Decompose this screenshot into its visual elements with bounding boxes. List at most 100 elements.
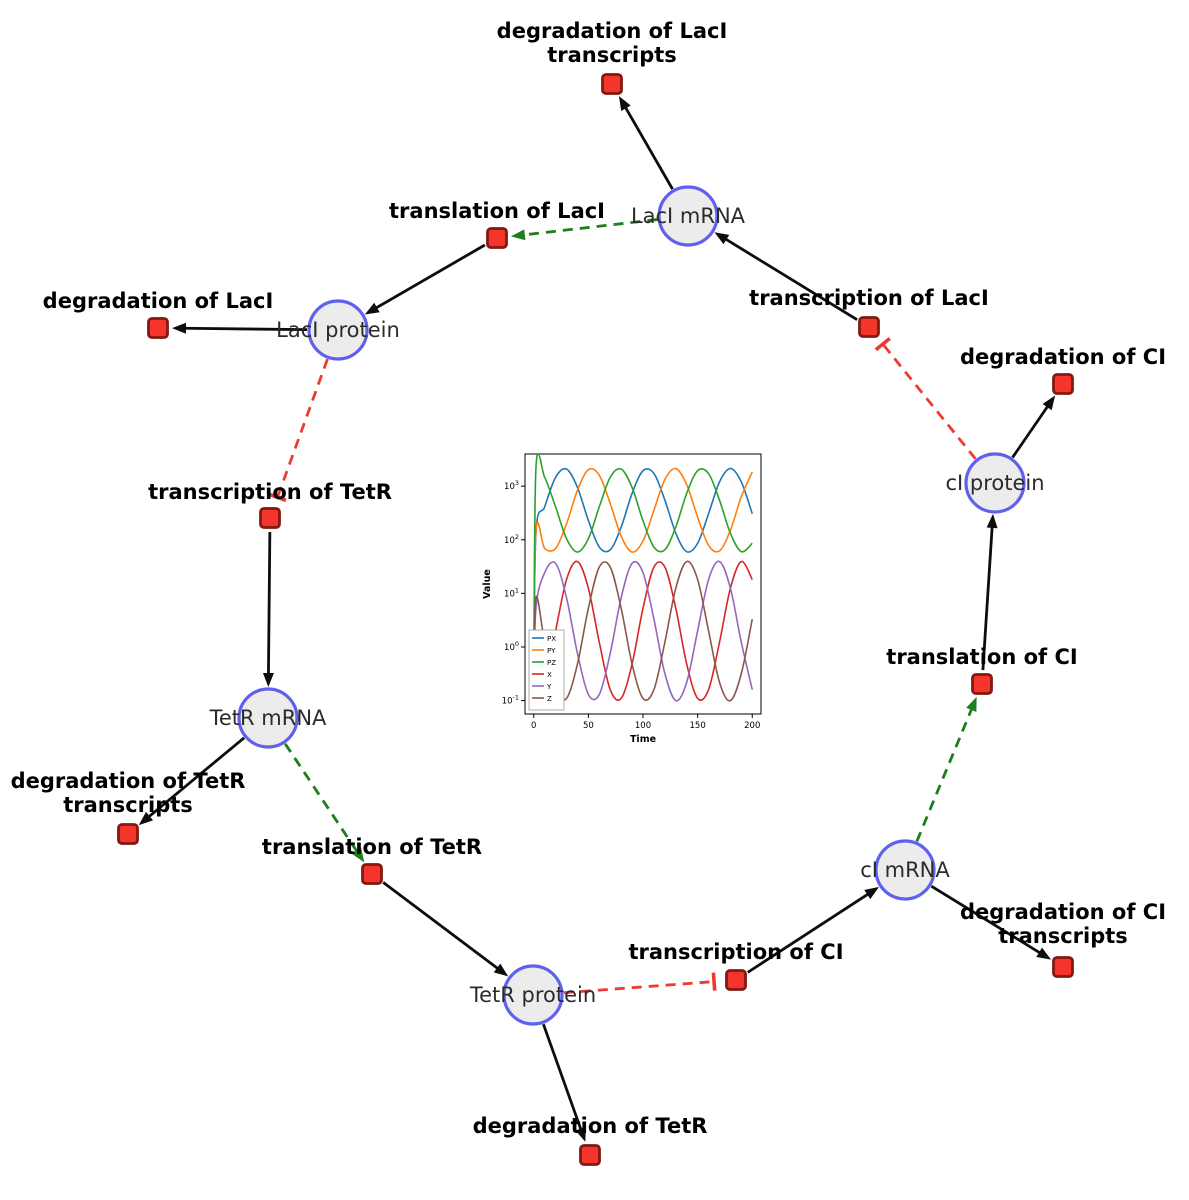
x-tick-label: 150 [690,721,706,731]
edge-transl-tetr-to-tetr-protein [382,881,509,977]
arrowhead-icon [351,847,365,863]
edge-line [182,326,308,332]
edge-tetr-mrna-to-deg-tetr-tx [138,736,246,826]
reaction-label-transl-tetr-line-0: translation of TetR [262,835,482,859]
x-tick-label: 100 [635,721,651,731]
reaction-node-deg-tetr-tx [117,823,139,845]
edge-laci-mrna-to-deg-laci-tx [618,96,674,190]
edge-line [881,343,977,460]
reaction-label-deg-tetr-tx-line-1: transcripts [63,793,193,817]
reaction-node-deg-laci-tx [601,73,623,95]
species-label-laci-mrna: LacI mRNA [631,204,746,228]
reaction-node-deg-ci-tx [1052,956,1074,978]
legend [528,629,565,711]
species-label-ci-mrna: cI mRNA [860,858,950,882]
edge-line [521,218,658,237]
series-line-py [532,467,753,697]
arrowhead-icon [171,322,187,334]
edge-ci-protein-to-transc-laci [874,337,977,460]
reaction-label-transc-tetr-line-0: transcription of TetR [148,480,392,504]
reaction-label-deg-ci-tx-line-1: transcripts [998,924,1128,948]
series-line-pz [532,454,753,697]
reaction-label-deg-laci-line-0: degradation of LacI [43,289,274,313]
edge-line [276,358,329,498]
edge-line [146,736,246,820]
series-line-y [532,560,754,702]
arrowhead-icon [510,229,526,241]
species-node-ci-mrna [874,839,936,901]
legend-label-pz: PZ [547,659,556,667]
edge-transl-laci-to-laci-protein [364,243,486,315]
edge-laci-protein-to-deg-laci [171,322,308,334]
reaction-label-deg-tetr-tx-line-0: degradation of TetR [11,769,246,793]
arrowhead-icon [864,886,880,900]
edge-line [623,104,674,190]
legend-label-z: Z [547,695,552,703]
edge-line [542,1023,583,1132]
y-axis-label: Value [482,569,493,599]
x-tick-label: 50 [583,721,594,731]
species-node-tetr-protein [502,964,564,1026]
legend-label-x: X [547,671,552,679]
edge-transl-ci-to-ci-protein [981,513,998,671]
species-node-laci-mrna [657,185,719,247]
edge-tetr-protein-to-transc-ci [563,972,717,995]
species-label-tetr-mrna: TetR mRNA [209,706,327,730]
legend-label-px: PX [547,635,556,643]
arrowhead-icon [714,232,730,245]
arrowhead-icon [1042,395,1056,411]
species-node-ci-protein [964,452,1026,514]
arrowhead-icon [262,672,274,688]
series-layer [532,454,754,702]
edge-line [930,885,1043,956]
reaction-label-deg-ci-tx-line-0: degradation of CI [960,900,1166,924]
legend-label-py: PY [547,647,556,655]
arrowhead-icon [364,302,380,315]
species-node-tetr-mrna [237,687,299,749]
reaction-label-deg-laci-tx-line-0: degradation of LacI [497,19,728,43]
species-node-laci-protein [307,299,369,361]
reaction-label-transl-ci-line-0: translation of CI [886,645,1077,669]
edge-line [723,236,858,321]
inhibition-tbar-icon [874,337,891,352]
species-label-laci-protein: LacI protein [276,318,400,342]
edge-line [915,706,974,842]
reaction-node-deg-tetr [579,1144,601,1166]
series-line-px [532,467,754,697]
arrowhead-icon [618,96,631,112]
edge-transc-laci-to-laci-mrna [714,232,858,321]
inhibition-tbar-icon [268,492,287,503]
reaction-node-transc-tetr [259,507,281,529]
edge-laci-protein-to-transc-tetr [268,358,329,503]
inhibition-tbar-icon [711,972,717,991]
edge-transc-tetr-to-tetr-mrna [262,531,274,688]
reaction-node-transc-ci [725,969,747,991]
node-layer [117,73,1074,1166]
reaction-label-transc-ci-line-0: transcription of CI [628,940,843,964]
species-label-ci-protein: cI protein [945,471,1044,495]
reaction-label-transl-laci-line-0: translation of LacI [389,199,605,223]
x-tick-label: 200 [744,721,760,731]
edge-ci-mrna-to-deg-ci-tx [930,885,1052,960]
reaction-label-transc-laci-line-0: transcription of LacI [749,286,989,310]
arrowhead-icon [1036,947,1052,960]
edge-laci-mrna-to-transl-laci [510,218,658,241]
x-axis-label: Time [630,734,656,745]
edge-transc-ci-to-ci-mrna [746,886,880,974]
reaction-label-deg-tetr-line-0: degradation of TetR [473,1114,708,1138]
edge-tetr-mrna-to-transl-tetr [284,743,365,863]
reaction-label-deg-laci-tx-line-1: transcripts [547,43,677,67]
edge-line [267,531,272,677]
arrowhead-icon [493,963,509,977]
arrowhead-icon [138,811,154,826]
arrowhead-icon [575,1126,586,1142]
edge-line [382,881,501,971]
reaction-node-deg-laci [147,317,169,339]
reaction-node-deg-ci [1052,373,1074,395]
edge-tetr-protein-to-deg-tetr [542,1023,586,1142]
edge-line [284,743,360,854]
